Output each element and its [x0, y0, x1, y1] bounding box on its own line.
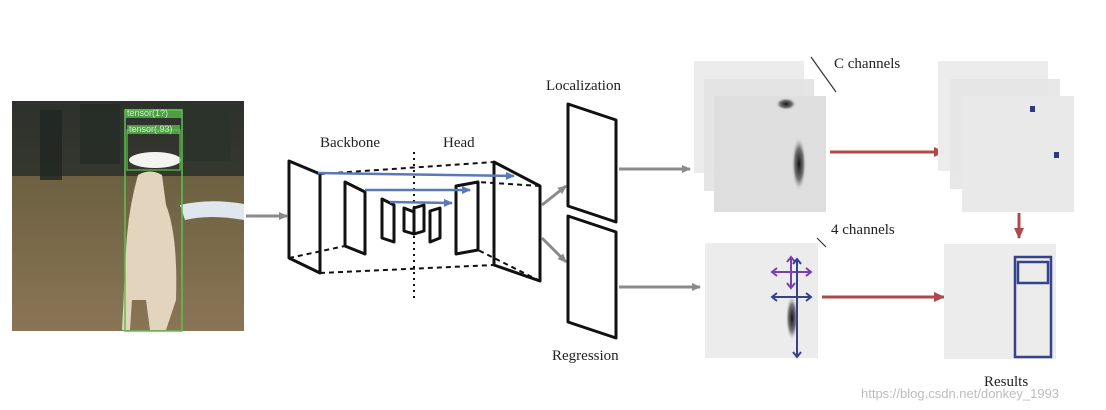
regression-label: Regression — [552, 348, 619, 364]
head-to-regression-arrow — [540, 236, 568, 264]
offset-map — [705, 243, 818, 359]
c-channels-label: C channels — [834, 56, 900, 72]
head-to-localization-arrow — [541, 184, 567, 207]
results-label: Results — [984, 374, 1028, 390]
watermark: https://blog.csdn.net/donkey_1993 — [861, 386, 1059, 401]
c-channels-tick — [810, 56, 837, 93]
peak-point-1 — [1030, 106, 1035, 112]
peaks-stack — [938, 61, 1074, 212]
regression-branch — [566, 214, 618, 340]
skip-connections — [317, 171, 515, 207]
center-offset-cross — [770, 255, 813, 290]
backbone-label: Backbone — [320, 135, 380, 151]
heatmap-stack — [694, 61, 826, 212]
heatmap-peak-2 — [792, 138, 806, 190]
result-box-dog — [1013, 255, 1053, 359]
peak-point-2 — [1054, 152, 1059, 158]
heatmap-peak-1 — [776, 98, 796, 110]
four-channels-label: 4 channels — [831, 222, 895, 238]
detection-label-2: tensor(.93) — [129, 124, 173, 134]
localization-label: Localization — [546, 78, 621, 94]
network-dashed-outline — [288, 161, 541, 282]
localization-branch — [566, 102, 618, 224]
detection-label-1: tensor(1?) — [127, 108, 168, 118]
head-label: Head — [443, 135, 475, 151]
result-box-frisbee — [1016, 260, 1050, 285]
size-regression-cross — [770, 257, 813, 359]
results-panel — [944, 244, 1056, 359]
four-channels-tick — [816, 237, 827, 248]
backbone-head-network — [287, 159, 542, 283]
input-image: tensor(1?) tensor(.93) — [12, 101, 244, 332]
